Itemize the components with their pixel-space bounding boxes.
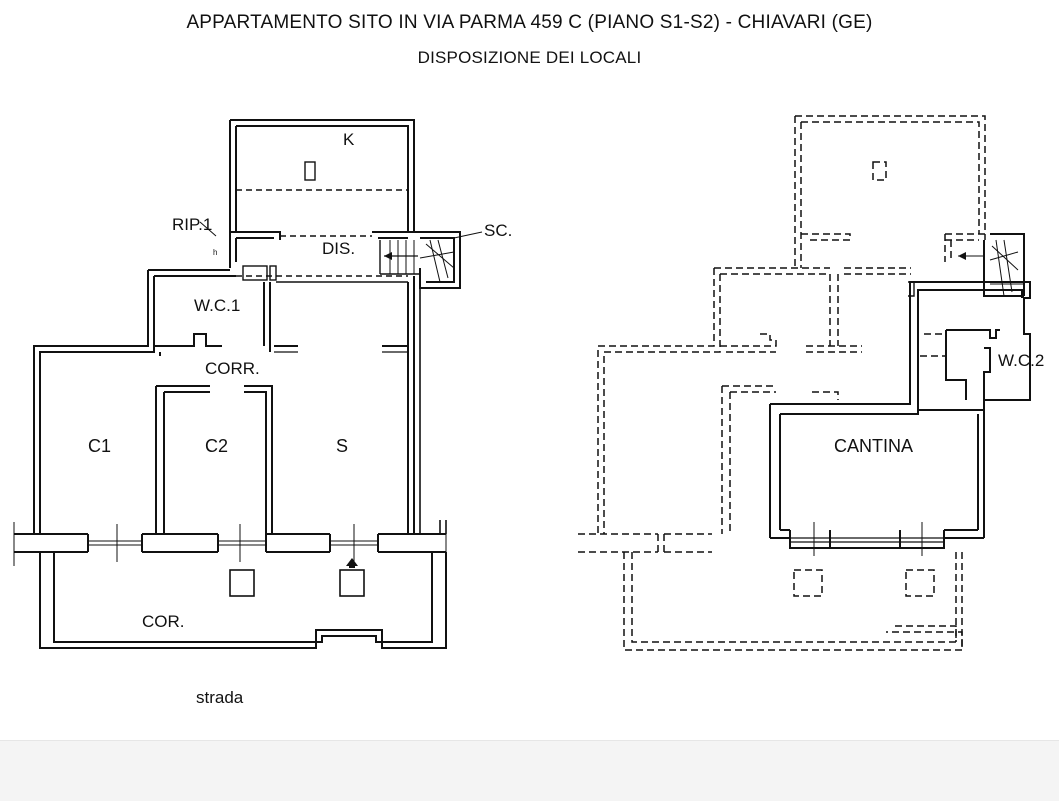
room-label-dis: DIS. [322,239,355,258]
room-label-rip1: RIP.1 [172,215,212,234]
left-plan-labels: K RIP.1 h DIS. SC. W.C.1 CORR. C1 C2 S C… [88,130,512,707]
cantina-walls [769,233,1031,556]
main-outer-walls [33,269,415,534]
tiny-mark: h [213,248,217,257]
room-label-sc: SC. [484,221,512,240]
room-label-wc1: W.C.1 [194,296,240,315]
room-label-cor: COR. [142,612,185,631]
room-label-wc2: W.C.2 [998,351,1044,370]
drawing-subtitle: DISPOSIZIONE DEI LOCALI [417,48,642,67]
rip-leader-line [199,221,217,237]
right-plan-labels: CANTINA W.C.2 [834,351,1044,456]
wc1-walls [154,282,408,356]
left-floor-plan [13,119,483,649]
porch-walls [39,552,447,649]
footer-band [0,740,1059,801]
room-label-s: S [336,436,348,456]
room-label-c2: C2 [205,436,228,456]
street-label: strada [196,688,244,707]
room-label-k: K [343,130,355,149]
room-label-c1: C1 [88,436,111,456]
drawing-sheet [0,0,1059,740]
room-label-cantina: CANTINA [834,436,913,456]
internal-walls [155,385,273,534]
floor-plans: K RIP.1 h DIS. SC. W.C.1 CORR. C1 C2 S C… [13,115,1044,707]
right-dashed-outline [578,115,986,651]
drawing-title: APPARTAMENTO SITO IN VIA PARMA 459 C (PI… [186,12,873,33]
hallway-walls [229,231,414,281]
front-wall [13,282,447,566]
kitchen-walls [229,119,415,232]
stairs [379,231,483,289]
room-label-corr: CORR. [205,359,260,378]
